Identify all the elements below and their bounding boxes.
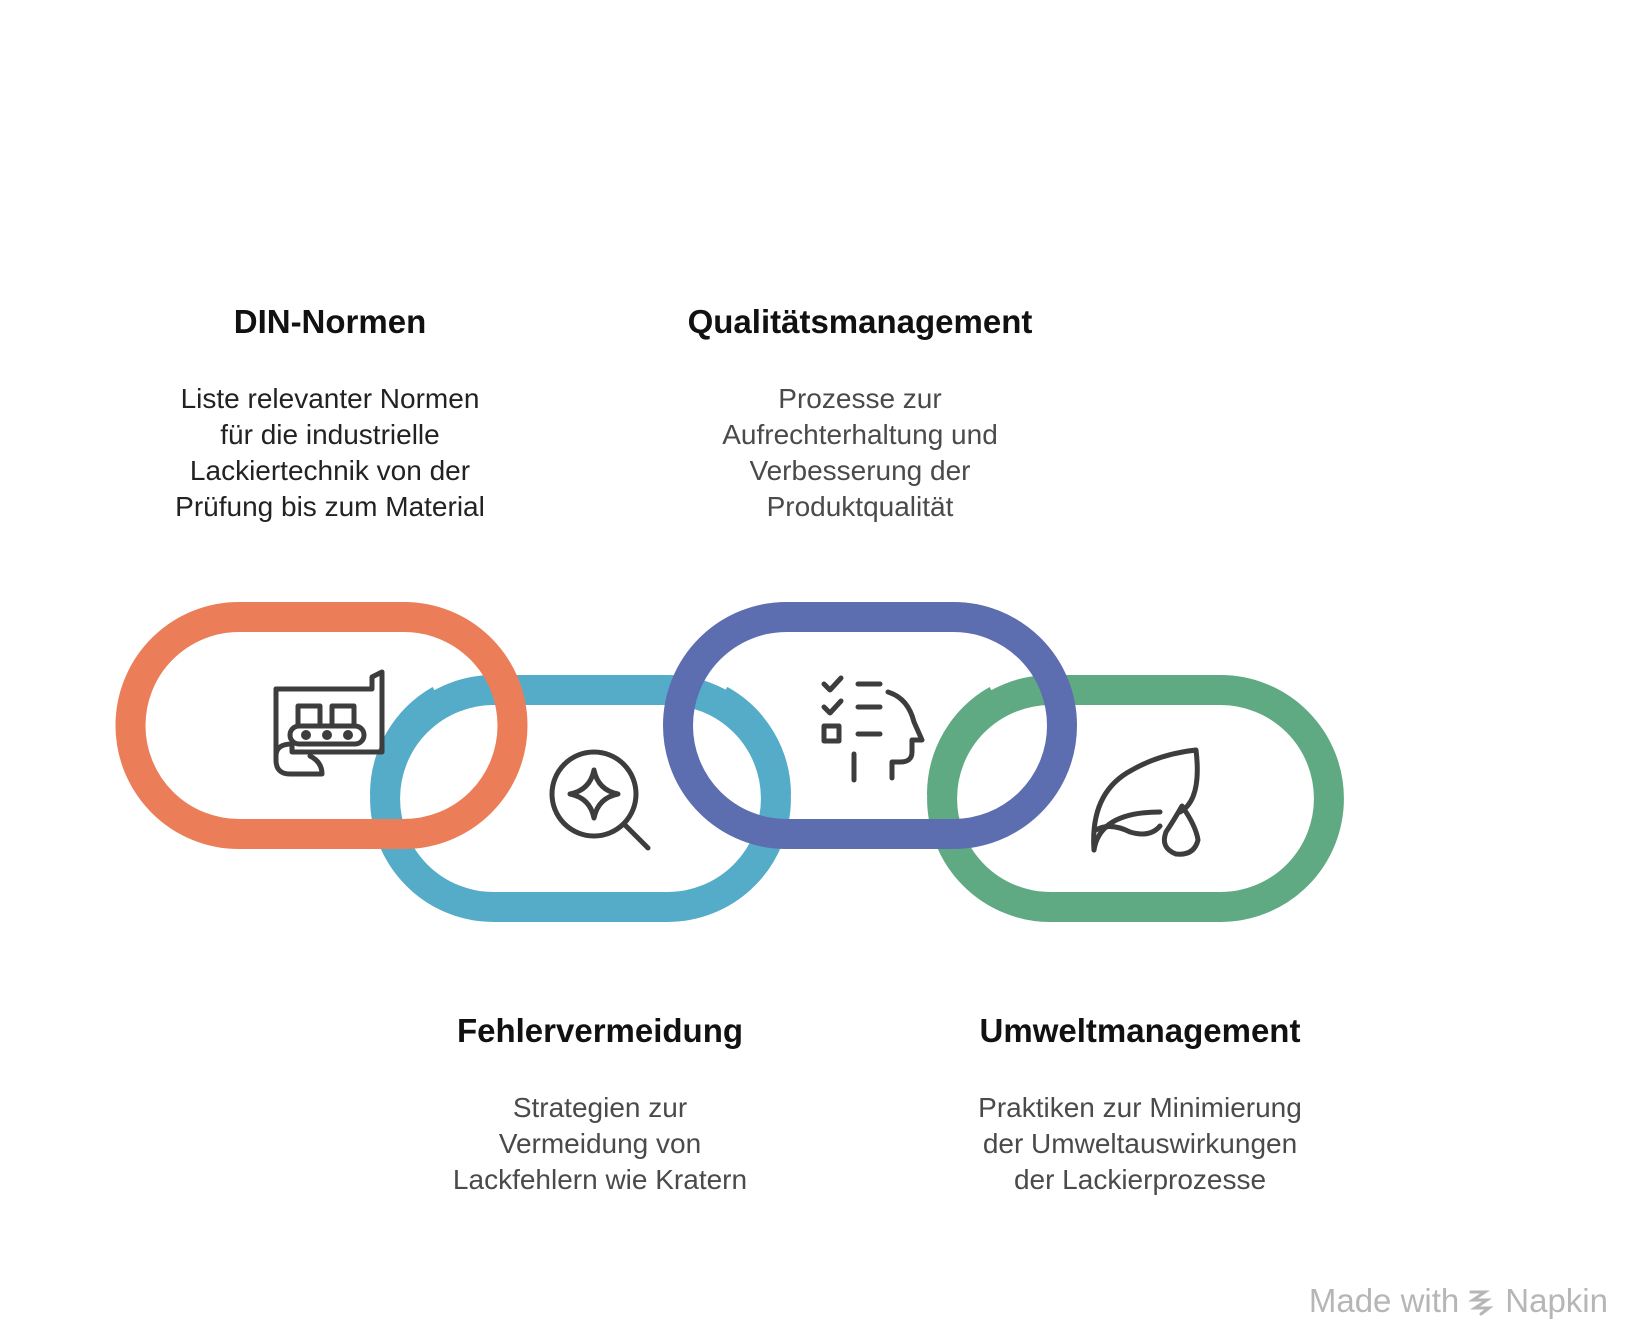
item-umweltmanagement: Umweltmanagement Praktiken zur Minimieru… [930,1012,1350,1198]
item-description: Prozesse zur Aufrechterhaltung und Verbe… [722,383,998,522]
chain-link-din-normen [115,602,528,849]
chain-link-qualitaetsmanagement [663,602,1077,849]
chain-link-umweltmanagement-overlap [926,686,1005,796]
item-description: Strategien zur Vermeidung von Lackfehler… [452,1092,748,1195]
checklist-head-icon [821,675,925,783]
item-description: Praktiken zur Minimierung der Umweltausw… [978,1092,1302,1195]
chain-link-umweltmanagement [927,675,1344,922]
item-title: Qualitätsmanagement [687,303,1033,340]
napkin-brand-label: Napkin [1505,1282,1608,1319]
item-description: Liste relevanter Normen für die industri… [175,383,485,522]
item-title: Umweltmanagement [979,1012,1301,1049]
napkin-logo-icon [1468,1290,1494,1316]
leaf-drop-icon [1091,747,1201,857]
item-title: Fehlervermeidung [456,1012,744,1049]
chain-link-fehlervermeidung-overlap [369,686,448,796]
item-din-normen: DIN-Normen Liste relevanter Normen für d… [140,303,520,525]
made-with-napkin[interactable]: Made with Napkin [1309,1282,1608,1320]
chain-link-fehlervermeidung-overlap-right [712,686,791,796]
item-title: DIN-Normen [233,303,427,340]
item-fehlervermeidung: Fehlervermeidung Strategien zur Vermeidu… [410,1012,790,1198]
item-qualitaetsmanagement: Qualitätsmanagement Prozesse zur Aufrech… [650,303,1070,525]
factory-conveyor-icon [273,669,385,777]
made-with-label: Made with [1308,1282,1460,1319]
sparkle-magnifier-icon [549,749,651,851]
